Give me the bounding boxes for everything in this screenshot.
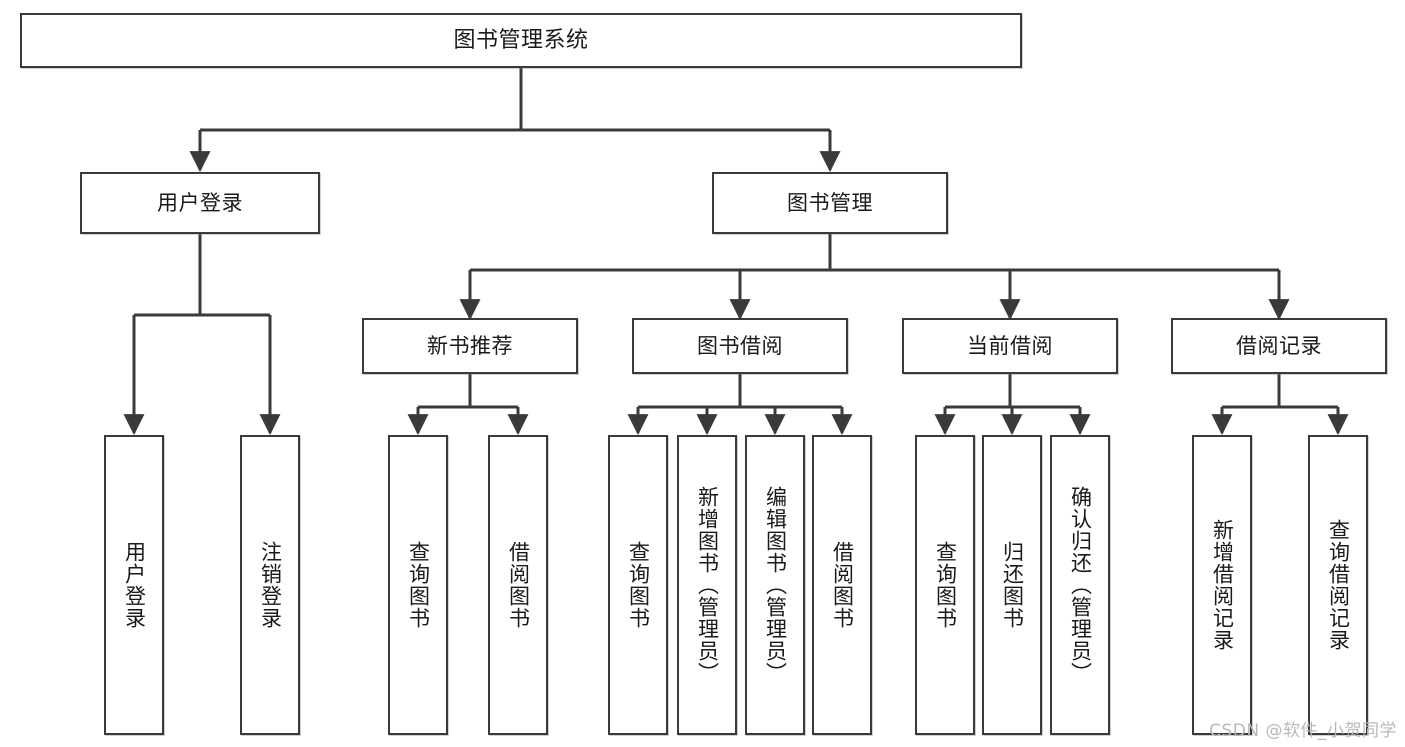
node-leaf-add-book-label: 新增图书（管理员） bbox=[695, 486, 720, 684]
node-leaf-query-book-2-label: 查询图书 bbox=[626, 541, 651, 629]
node-user-login[interactable]: 用户登录 bbox=[80, 172, 320, 234]
node-book-borrow-label: 图书借阅 bbox=[697, 333, 783, 358]
node-leaf-edit-book[interactable]: 编辑图书（管理员） bbox=[745, 435, 805, 735]
node-root-label: 图书管理系统 bbox=[453, 27, 589, 53]
node-leaf-add-book[interactable]: 新增图书（管理员） bbox=[677, 435, 737, 735]
node-leaf-return-book-label: 归还图书 bbox=[1000, 541, 1025, 629]
node-leaf-return-book[interactable]: 归还图书 bbox=[982, 435, 1042, 735]
node-leaf-add-record-label: 新增借阅记录 bbox=[1210, 519, 1235, 651]
node-leaf-borrow-book-1-label: 借阅图书 bbox=[506, 541, 531, 629]
node-leaf-query-record-label: 查询借阅记录 bbox=[1326, 519, 1351, 651]
node-leaf-query-book-2[interactable]: 查询图书 bbox=[608, 435, 668, 735]
node-book-borrow[interactable]: 图书借阅 bbox=[632, 318, 848, 374]
node-leaf-user-login[interactable]: 用户登录 bbox=[104, 435, 164, 735]
node-borrow-record[interactable]: 借阅记录 bbox=[1171, 318, 1387, 374]
node-new-book-rec[interactable]: 新书推荐 bbox=[362, 318, 578, 374]
node-leaf-borrow-book-2-label: 借阅图书 bbox=[830, 541, 855, 629]
node-leaf-query-record[interactable]: 查询借阅记录 bbox=[1308, 435, 1368, 735]
node-leaf-add-record[interactable]: 新增借阅记录 bbox=[1192, 435, 1252, 735]
node-leaf-logout[interactable]: 注销登录 bbox=[240, 435, 300, 735]
node-borrow-record-label: 借阅记录 bbox=[1236, 333, 1322, 358]
node-book-manage-label: 图书管理 bbox=[787, 190, 873, 215]
node-user-login-label: 用户登录 bbox=[157, 190, 243, 215]
node-leaf-query-book-1[interactable]: 查询图书 bbox=[388, 435, 448, 735]
node-leaf-logout-label: 注销登录 bbox=[258, 541, 283, 629]
node-leaf-borrow-book-2[interactable]: 借阅图书 bbox=[812, 435, 872, 735]
node-leaf-confirm-return[interactable]: 确认归还（管理员） bbox=[1050, 435, 1110, 735]
node-current-borrow[interactable]: 当前借阅 bbox=[902, 318, 1118, 374]
node-new-book-rec-label: 新书推荐 bbox=[427, 333, 513, 358]
node-leaf-confirm-return-label: 确认归还（管理员） bbox=[1068, 486, 1093, 684]
node-book-manage[interactable]: 图书管理 bbox=[712, 172, 948, 234]
csdn-watermark: CSDN @软件_小贺同学 bbox=[1209, 721, 1397, 741]
node-leaf-query-book-3-label: 查询图书 bbox=[933, 541, 958, 629]
node-leaf-query-book-3[interactable]: 查询图书 bbox=[915, 435, 975, 735]
node-leaf-query-book-1-label: 查询图书 bbox=[406, 541, 431, 629]
node-leaf-edit-book-label: 编辑图书（管理员） bbox=[763, 486, 788, 684]
node-leaf-user-login-label: 用户登录 bbox=[122, 541, 147, 629]
node-leaf-borrow-book-1[interactable]: 借阅图书 bbox=[488, 435, 548, 735]
node-root[interactable]: 图书管理系统 bbox=[20, 13, 1022, 68]
node-current-borrow-label: 当前借阅 bbox=[967, 333, 1053, 358]
